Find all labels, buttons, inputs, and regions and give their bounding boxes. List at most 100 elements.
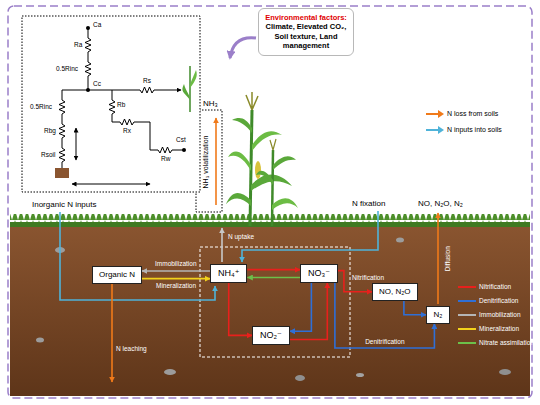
node-text: N₂ — [429, 310, 447, 320]
node-text: NO, N₂O — [379, 287, 411, 297]
circuit-inset — [189, 66, 191, 112]
legend-arrowhead — [438, 110, 444, 118]
soil-ground — [499, 369, 511, 375]
edge-label: Nitrification — [352, 274, 384, 281]
legend-line — [458, 314, 476, 316]
resistor-label: Rb — [117, 101, 125, 108]
corn-plant — [256, 171, 273, 185]
flow-arrows — [60, 211, 438, 382]
flow-arrows — [60, 212, 215, 300]
soil-ground — [295, 375, 305, 381]
circuit-inset — [86, 88, 90, 92]
connector-arrow — [290, 283, 312, 331]
resistor-label: Ra — [74, 41, 82, 48]
corn-plant — [272, 150, 273, 226]
connector-arrow — [229, 283, 252, 336]
gas-label: NH₃ — [203, 99, 218, 108]
node-text: NO₃⁻ — [308, 268, 330, 279]
connector-arrow — [290, 283, 328, 340]
legend-line — [458, 328, 476, 330]
legend-text: Nitrification — [479, 283, 511, 290]
legend-item: N loss from soils — [426, 110, 498, 118]
node-text: Organic N — [99, 270, 135, 280]
legend-text: Mineralization — [479, 325, 519, 332]
ion-box: NH₄⁺ — [210, 264, 247, 283]
corn-plant — [252, 131, 282, 151]
corn-plant — [273, 156, 296, 170]
corn-plant — [272, 198, 298, 210]
legend-line — [426, 129, 439, 131]
legend-line — [458, 342, 476, 344]
edge-label: Immobilization — [155, 260, 197, 267]
resistor-label: Rs — [143, 77, 151, 84]
flow-arrows — [437, 213, 439, 304]
circuit-label: Ca — [93, 21, 101, 28]
pool-box: Organic N — [92, 266, 142, 284]
legend-text: Denitrification — [479, 297, 518, 304]
corn-plant — [232, 118, 252, 133]
edge-label: Mineralization — [156, 282, 196, 289]
flow-arrows — [221, 228, 223, 262]
circuit-inset — [55, 168, 69, 178]
group-box — [200, 247, 350, 357]
node-text: NO₂⁻ — [260, 330, 282, 341]
process-label: N uptake — [228, 233, 254, 240]
circuit-inset — [182, 148, 186, 152]
soil-ground — [164, 369, 176, 375]
flow-arrows — [242, 211, 378, 262]
circuit-inset — [59, 90, 88, 168]
connector-arrow — [335, 283, 435, 348]
circuit-label: Cst — [176, 136, 186, 143]
ion-box: NO₂⁻ — [252, 326, 290, 345]
legend-text: N loss from soils — [447, 110, 498, 118]
circuit-inset — [190, 70, 197, 88]
factor-box: Environmental factors:Climate, Elevated … — [258, 8, 354, 56]
connector-arrow — [404, 301, 426, 315]
node-text: Environmental factors: — [263, 13, 349, 22]
resistor-label: Rsoil — [41, 151, 55, 158]
resistor-label: Rx — [123, 127, 131, 134]
input-label: N fixation — [352, 199, 385, 208]
legend-text: N inputs into soils — [447, 126, 502, 134]
gas-box: N₂ — [426, 306, 450, 324]
soil-ground — [10, 214, 530, 396]
circuit-inset — [85, 28, 91, 90]
circuit-inset — [76, 128, 77, 160]
corn-plant — [270, 139, 276, 150]
legend-swatch — [458, 311, 476, 319]
gas-box: NO, N₂O — [372, 283, 418, 301]
legend-text: Nitrate assimilation — [479, 339, 534, 346]
legend-item: Nitrification — [458, 283, 511, 291]
connector-arrow — [247, 269, 300, 271]
circuit-inset — [109, 90, 184, 153]
legend-item: Immobilization — [458, 311, 521, 319]
circuit-label: Cc — [93, 80, 101, 87]
soil-ground — [10, 214, 530, 226]
legend-text: Immobilization — [479, 311, 521, 318]
legend-arrowhead — [438, 126, 444, 134]
corn-plant — [246, 92, 258, 110]
node-body: Climate, Elevated CO₂, Soil texture, Lan… — [263, 22, 349, 50]
legend-line — [458, 286, 476, 288]
edge-label: Denitrification — [365, 338, 404, 345]
process-label: NH₃ volatilization — [201, 136, 209, 189]
corn-plant — [255, 161, 261, 179]
ion-box: NO₃⁻ — [300, 264, 338, 283]
input-label: Inorganic N inputs — [32, 200, 96, 209]
circuit-inset — [86, 26, 90, 30]
soil-ground — [356, 373, 364, 377]
legend-item: Mineralization — [458, 325, 519, 333]
legend-swatch — [458, 297, 476, 305]
corn-plant — [226, 193, 251, 206]
resistor-label: Rbg — [44, 127, 56, 134]
legend-line — [458, 300, 476, 302]
legend-item: N inputs into soils — [426, 126, 502, 134]
corn-plant — [228, 152, 251, 171]
process-label: N leaching — [116, 345, 147, 352]
flow-arrows — [111, 283, 113, 382]
connector-arrow — [247, 277, 300, 279]
resistor-label: 0.5Rinc — [30, 103, 52, 110]
circuit-inset — [72, 184, 150, 185]
legend-swatch — [458, 325, 476, 333]
legend-swatch — [426, 110, 444, 118]
